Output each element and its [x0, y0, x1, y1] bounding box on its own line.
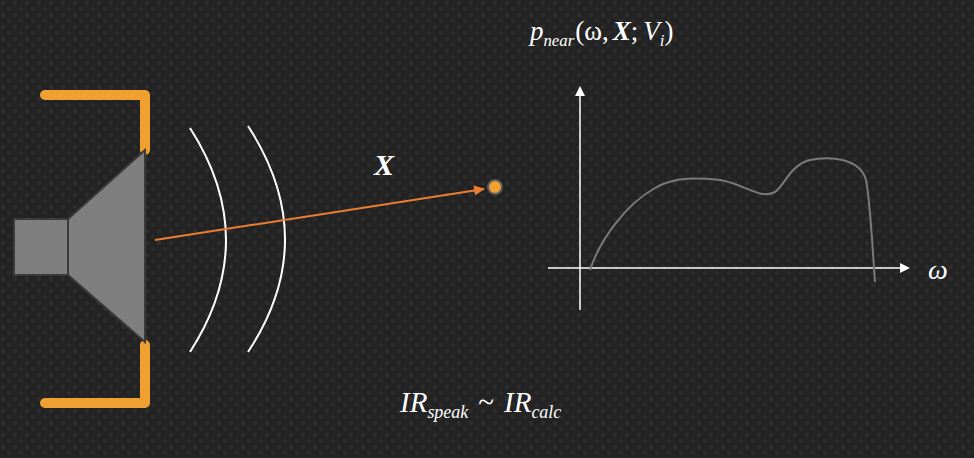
- sound-wave: [248, 126, 285, 352]
- baffle-top: [45, 95, 145, 150]
- subscript: speak: [427, 402, 468, 422]
- baffle-bottom: [45, 345, 145, 403]
- y-axis: [579, 88, 581, 310]
- response-curve: [590, 158, 875, 282]
- symbol: IR: [504, 386, 531, 418]
- symbol: X: [374, 148, 394, 181]
- position-vector: [155, 189, 484, 240]
- field-point: [488, 180, 502, 194]
- symbol: ;: [631, 16, 639, 46]
- x-axis: [548, 267, 908, 269]
- subscript: near: [544, 31, 575, 50]
- symbol: V: [643, 16, 660, 46]
- speaker-cone: [68, 150, 145, 342]
- symbol: X: [613, 16, 631, 46]
- symbol: ): [664, 16, 673, 46]
- speaker-magnet: [14, 219, 68, 275]
- subscript: calc: [531, 402, 561, 422]
- symbol: (ω,: [575, 16, 609, 46]
- axis-label: ω: [928, 256, 948, 284]
- symbol: ω: [928, 254, 948, 285]
- vector-label: X: [374, 150, 394, 180]
- subscript: i: [660, 31, 665, 50]
- sound-wave: [190, 128, 226, 352]
- symbol: p: [530, 16, 544, 46]
- symbol: ~: [478, 386, 494, 418]
- equation: IRspeak~IRcalc: [400, 388, 561, 421]
- axis-title: pnear(ω,X;Vi): [530, 18, 673, 50]
- symbol: IR: [400, 386, 427, 418]
